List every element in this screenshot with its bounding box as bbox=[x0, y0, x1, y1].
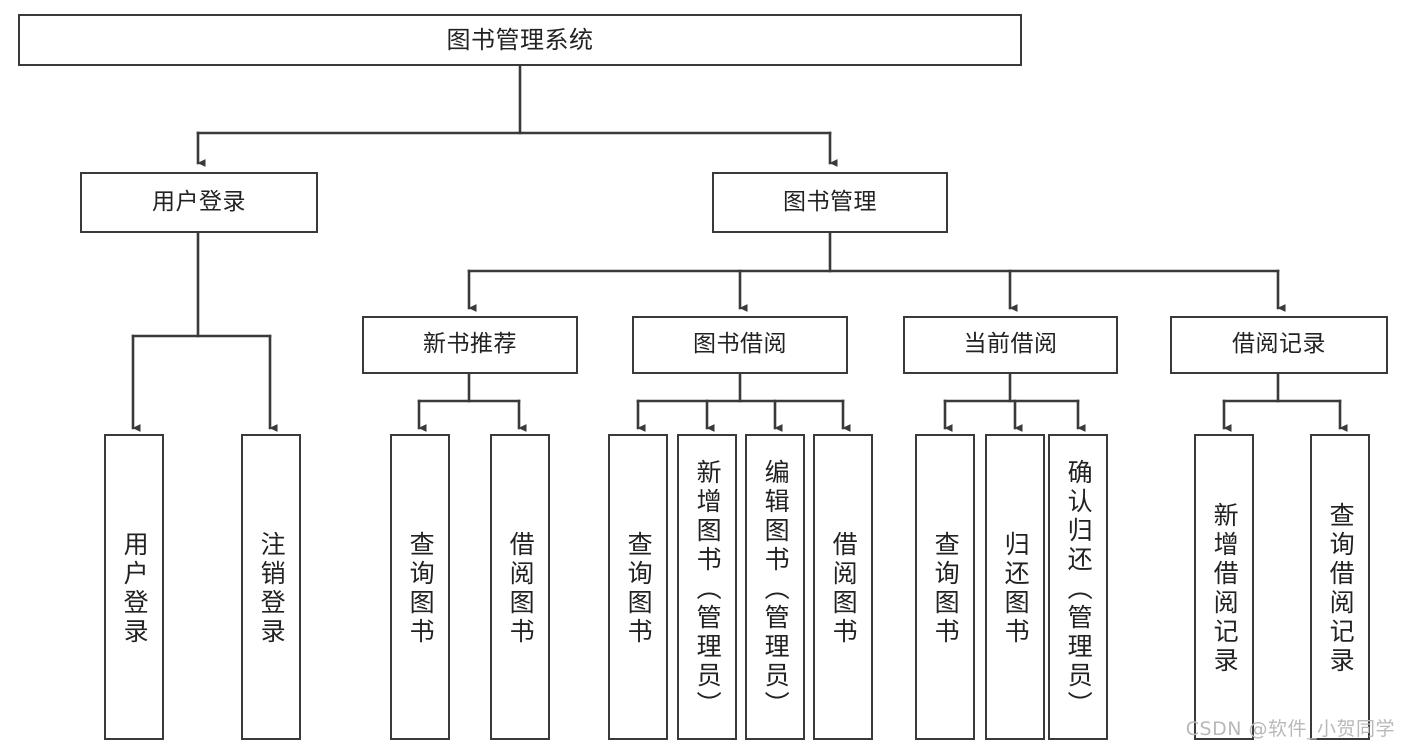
node-leaf-query-book-1[interactable]: 查询图书 bbox=[390, 434, 450, 740]
node-label: 查询图书 bbox=[406, 531, 436, 647]
node-label: 图书借阅 bbox=[693, 331, 787, 358]
node-label: 当前借阅 bbox=[963, 331, 1058, 358]
node-label: 新增借阅记录 bbox=[1210, 502, 1240, 676]
node-label: 用户登录 bbox=[120, 531, 150, 647]
node-borrow-record[interactable]: 借阅记录 bbox=[1170, 316, 1388, 374]
node-user-login[interactable]: 用户登录 bbox=[80, 172, 318, 233]
node-label: 确认归还（管理员） bbox=[1064, 458, 1094, 720]
node-leaf-return-book[interactable]: 归还图书 bbox=[985, 434, 1045, 740]
node-label: 用户登录 bbox=[152, 188, 246, 215]
node-leaf-query-record[interactable]: 查询借阅记录 bbox=[1310, 434, 1370, 740]
node-label: 借阅记录 bbox=[1232, 331, 1326, 358]
node-label: 归还图书 bbox=[1001, 531, 1031, 647]
node-label: 查询图书 bbox=[931, 531, 961, 647]
node-leaf-query-book-2[interactable]: 查询图书 bbox=[608, 434, 668, 740]
node-label: 注销登录 bbox=[257, 531, 287, 647]
node-leaf-add-book[interactable]: 新增图书（管理员） bbox=[677, 434, 737, 740]
node-current-borrow[interactable]: 当前借阅 bbox=[903, 316, 1118, 374]
node-label: 借阅图书 bbox=[829, 531, 859, 647]
node-root-book-management-system[interactable]: 图书管理系统 bbox=[18, 14, 1022, 66]
node-leaf-confirm-return[interactable]: 确认归还（管理员） bbox=[1048, 434, 1108, 740]
node-new-book-recommend[interactable]: 新书推荐 bbox=[362, 316, 578, 374]
node-label: 查询图书 bbox=[624, 531, 654, 647]
node-label: 图书管理 bbox=[783, 188, 877, 215]
node-label: 新书推荐 bbox=[423, 331, 517, 358]
node-leaf-borrow-book-1[interactable]: 借阅图书 bbox=[490, 434, 550, 740]
node-leaf-user-logout[interactable]: 注销登录 bbox=[241, 434, 301, 740]
node-leaf-user-login[interactable]: 用户登录 bbox=[104, 434, 164, 740]
node-label: 查询借阅记录 bbox=[1326, 502, 1356, 676]
node-leaf-add-record[interactable]: 新增借阅记录 bbox=[1194, 434, 1254, 740]
node-label: 图书管理系统 bbox=[446, 25, 594, 54]
node-label: 借阅图书 bbox=[506, 531, 536, 647]
node-leaf-borrow-book-2[interactable]: 借阅图书 bbox=[813, 434, 873, 740]
watermark-text: CSDN @软件_小贺同学 bbox=[1185, 718, 1395, 740]
node-label: 编辑图书（管理员） bbox=[761, 458, 791, 720]
node-book-borrow[interactable]: 图书借阅 bbox=[632, 316, 848, 374]
node-label: 新增图书（管理员） bbox=[693, 458, 723, 720]
node-leaf-edit-book[interactable]: 编辑图书（管理员） bbox=[745, 434, 805, 740]
node-leaf-query-book-3[interactable]: 查询图书 bbox=[915, 434, 975, 740]
node-book-management[interactable]: 图书管理 bbox=[712, 172, 948, 233]
